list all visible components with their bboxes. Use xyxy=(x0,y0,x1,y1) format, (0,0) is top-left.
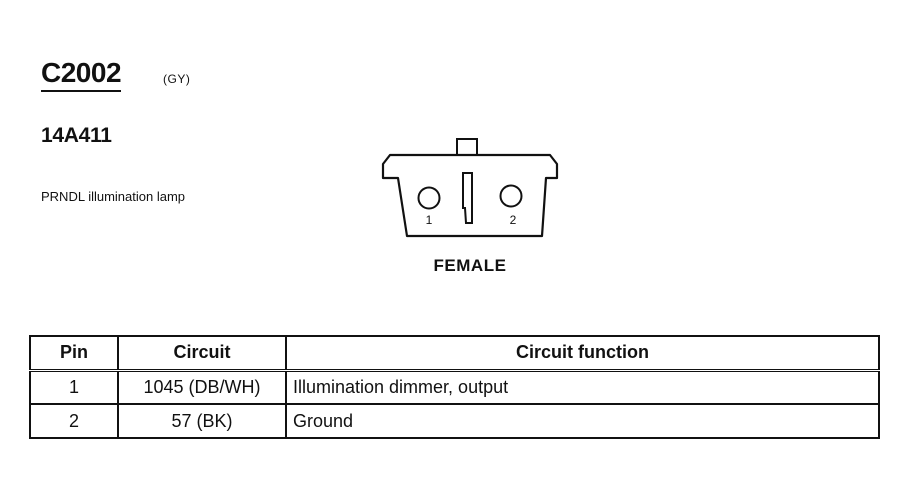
table-row: 2 57 (BK) Ground xyxy=(29,403,880,439)
circuit-cell: 57 (BK) xyxy=(117,403,287,439)
pin-cell: 2 xyxy=(29,403,119,439)
table-row: 1 1045 (DB/WH) Illumination dimmer, outp… xyxy=(29,369,880,405)
part-number: 14A411 xyxy=(41,124,112,147)
column-header-circuit: Circuit xyxy=(117,335,287,372)
key-slot xyxy=(462,172,473,224)
component-description: PRNDL illumination lamp xyxy=(41,189,186,204)
pin-number-1: 1 xyxy=(426,213,433,227)
pin-number-2: 2 xyxy=(510,213,517,227)
pin-cell: 1 xyxy=(29,369,119,405)
connector-color: (GY) xyxy=(163,72,191,86)
pin-cavity-1 xyxy=(417,186,441,210)
connector-face-diagram: 1 2 xyxy=(381,138,559,238)
circuit-function-cell: Illumination dimmer, output xyxy=(285,369,880,405)
circuit-cell: 1045 (DB/WH) xyxy=(117,369,287,405)
circuit-function-cell: Ground xyxy=(285,403,880,439)
column-header-pin: Pin xyxy=(29,335,119,372)
table-header-row: Pin Circuit Circuit function xyxy=(29,335,880,372)
pin-cavity-2 xyxy=(499,184,523,208)
pinout-table: Pin Circuit Circuit function 1 1045 (DB/… xyxy=(29,335,880,439)
connector-id: C2002 xyxy=(41,58,122,92)
connector-gender-label: FEMALE xyxy=(433,256,507,275)
locking-tab xyxy=(456,138,478,156)
column-header-circuit-function: Circuit function xyxy=(285,335,880,372)
